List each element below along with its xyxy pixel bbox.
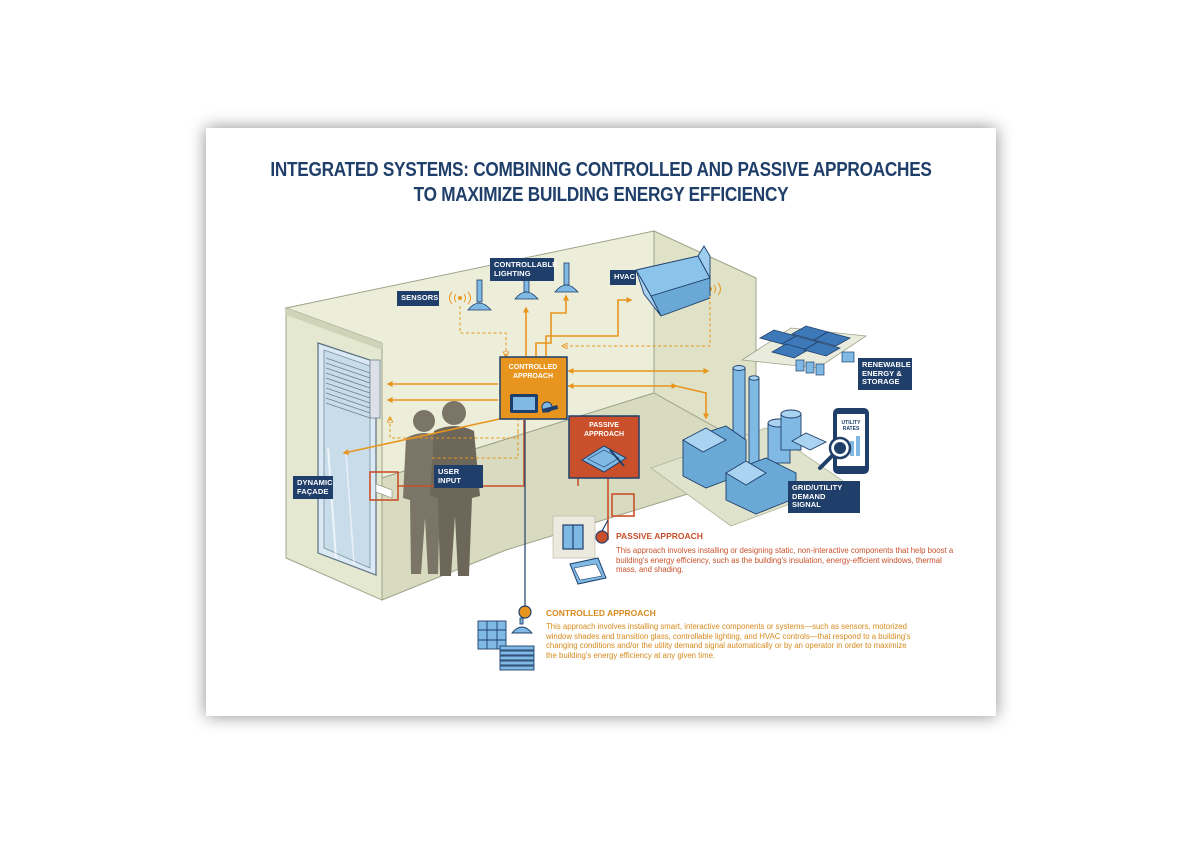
controlled-callout-body: This approach involves installing smart,… <box>546 622 911 660</box>
passive-approach-label-1: PASSIVE <box>589 422 619 429</box>
passive-approach-box <box>568 415 640 479</box>
controlled-approach-label-1: CONTROLLED <box>509 364 558 371</box>
utility-rates-label-2: RATES <box>843 426 860 432</box>
dynamic-line-1: DYNAMIC <box>297 478 333 487</box>
user-input-text: USER INPUT <box>438 467 461 485</box>
controllable-lighting-line-1: CONTROLLABLE <box>494 260 558 269</box>
grid-window-icon <box>477 617 535 671</box>
dynamic-facade-window <box>317 342 399 576</box>
window-icon <box>552 515 607 585</box>
ceiling-edge <box>286 308 382 350</box>
page-title: INTEGRATED SYSTEMS: COMBINING CONTROLLED… <box>261 158 940 208</box>
dynamic-facade-label: DYNAMIC FAÇADE <box>293 476 333 499</box>
building-diagram: CONTROLLED APPROACH PASSIVE APPROACH <box>284 230 869 671</box>
tablet-icon <box>510 394 559 414</box>
grid-line-1: GRID/UTILITY <box>792 483 843 492</box>
controlled-approach-label-2: APPROACH <box>513 373 553 380</box>
blueprint-icon <box>581 445 627 473</box>
hvac-duct-icon <box>635 245 711 317</box>
hvac-label: HVAC <box>610 270 636 285</box>
sensors-text: SENSORS <box>401 293 439 302</box>
sensor-lines <box>390 296 711 459</box>
controllable-lighting-label: CONTROLLABLE LIGHTING <box>490 258 558 281</box>
passive-callout-body: This approach involves installing or des… <box>616 546 954 575</box>
renewable-line-3: STORAGE <box>862 377 900 386</box>
grid-line-2: DEMAND SIGNAL <box>792 491 826 509</box>
hvac-text: HVAC <box>614 272 636 281</box>
user-input-label: USER INPUT <box>434 465 483 488</box>
magnifier-icon <box>818 436 852 470</box>
controllable-lighting-line-2: LIGHTING <box>494 268 531 278</box>
passive-callout-dot <box>595 530 609 544</box>
title-line-2: TO MAXIMIZE BUILDING ENERGY EFFICIENCY <box>413 184 789 206</box>
sensors-label: SENSORS <box>397 291 439 306</box>
controlled-callout-dot <box>518 605 532 619</box>
control-flow-lines <box>342 294 710 455</box>
renewable-line-1: RENEWABLE <box>862 360 911 369</box>
battery-icon <box>795 351 855 376</box>
shade-icon <box>325 357 371 419</box>
poster-card: INTEGRATED SYSTEMS: COMBINING CONTROLLED… <box>206 128 996 716</box>
renewable-energy-label: RENEWABLE ENERGY & STORAGE <box>858 358 912 390</box>
passive-callout-heading: PASSIVE APPROACH <box>616 531 703 541</box>
floor-highlight-box <box>611 493 635 517</box>
renewable-line-2: ENERGY & <box>862 368 902 378</box>
grid-utility-label: GRID/UTILITY DEMAND SIGNAL <box>788 481 860 513</box>
solar-panel-icon <box>740 325 868 369</box>
utility-rates-label-1: UTILITY <box>842 420 862 426</box>
room <box>284 230 847 601</box>
title-line-1: INTEGRATED SYSTEMS: COMBINING CONTROLLED… <box>270 159 932 181</box>
passive-approach-label-2: APPROACH <box>584 431 624 438</box>
factory-icon <box>682 365 828 515</box>
controlled-callout-heading: CONTROLLED APPROACH <box>546 608 656 618</box>
dynamic-line-2: FAÇADE <box>297 486 329 496</box>
controlled-approach-box <box>499 356 568 420</box>
